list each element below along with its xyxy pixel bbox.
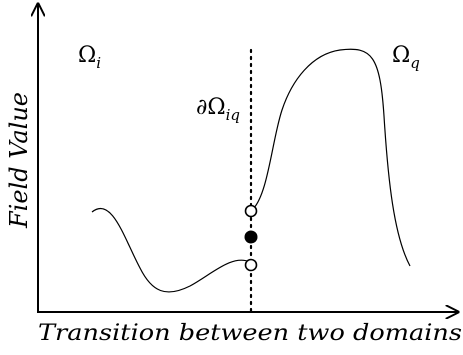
filled-circle-middle-marker xyxy=(244,230,258,244)
x-axis-label: Transition between two domains xyxy=(38,321,462,346)
region-right-label: Ωq xyxy=(392,43,420,72)
field-curve-right xyxy=(251,48,411,267)
open-circle-lower-marker xyxy=(244,258,258,272)
open-circle-upper-marker xyxy=(244,204,258,218)
interface-label: ∂Ωiq xyxy=(196,95,240,124)
region-left-label: Ωi xyxy=(78,43,101,72)
y-axis-label: Field Value xyxy=(5,92,33,229)
field-curve-left xyxy=(91,208,251,293)
